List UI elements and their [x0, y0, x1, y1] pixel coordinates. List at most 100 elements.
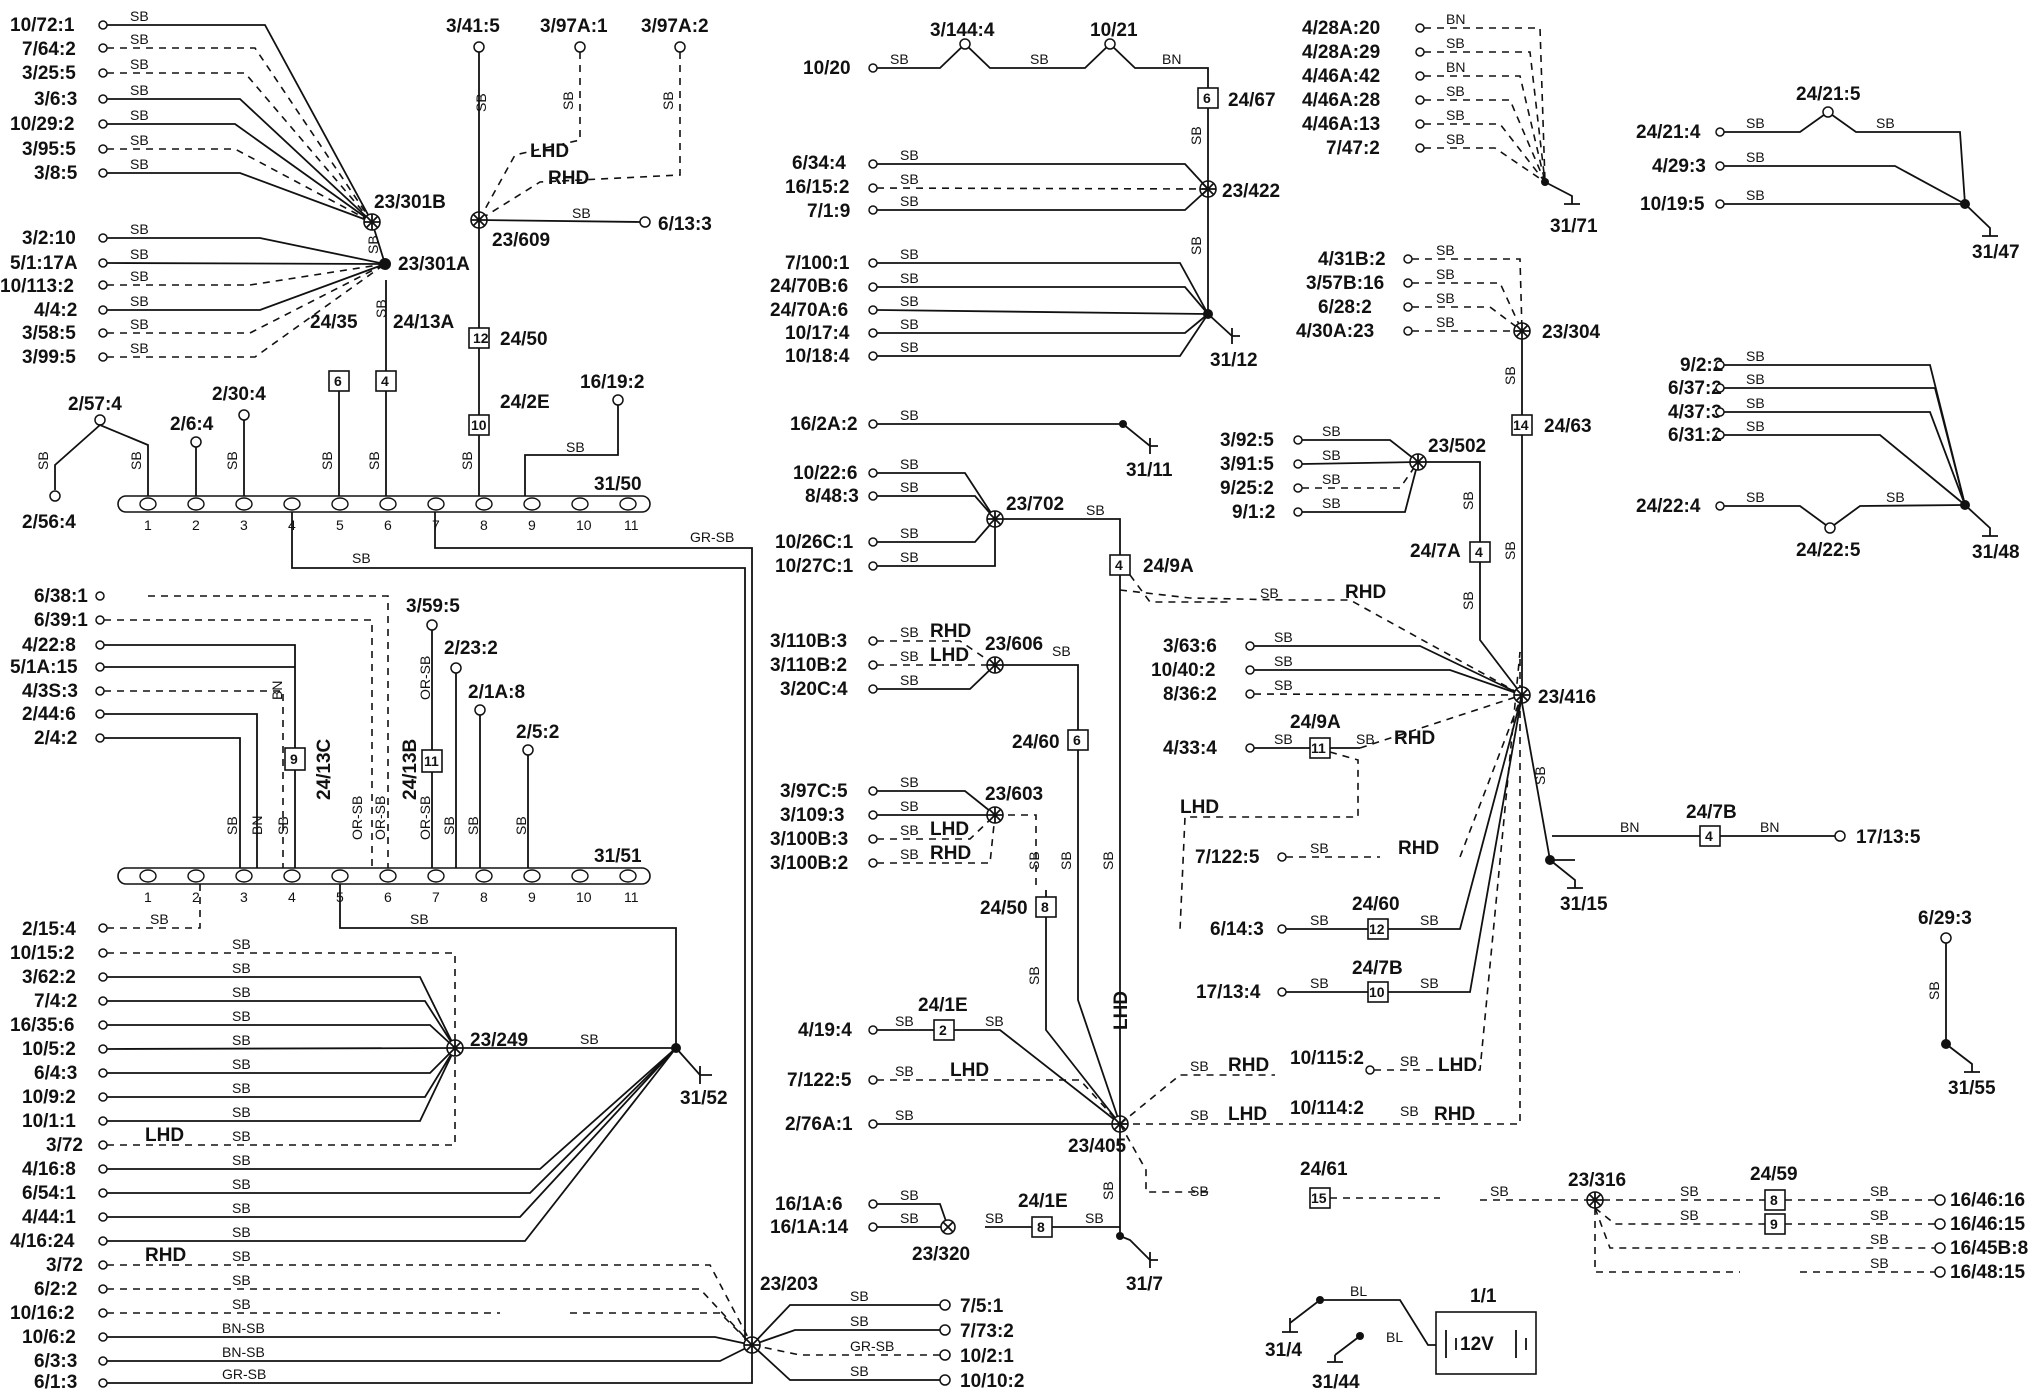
svg-text:SB: SB: [900, 316, 919, 332]
terminal: 24/70B:6: [770, 276, 848, 297]
terminal: 10/29:2: [10, 114, 74, 135]
cluster-23-606: 3/110B:3 3/110B:2 3/20C:4 23/606 RHD LHD…: [770, 621, 1121, 1125]
terminal: 10/19:5: [1640, 194, 1705, 215]
connector-pin: 9: [1770, 1216, 1778, 1232]
node-label: 23/603: [985, 784, 1043, 805]
connector-label: 24/59: [1750, 1164, 1798, 1185]
svg-text:SB: SB: [232, 1008, 251, 1024]
svg-text:BN: BN: [1162, 51, 1181, 67]
svg-text:SB: SB: [900, 171, 919, 187]
svg-text:SB: SB: [130, 156, 149, 172]
terminal: 3/97C:5: [780, 781, 848, 802]
svg-text:SB: SB: [850, 1363, 869, 1379]
node-label: 23/304: [1542, 322, 1601, 343]
svg-text:SB: SB: [128, 451, 144, 470]
svg-text:SB: SB: [1322, 423, 1341, 439]
bus-pin-number: 3: [240, 889, 248, 905]
terminal: 7/47:2: [1326, 138, 1380, 159]
terminal: 10/26C:1: [775, 532, 854, 553]
svg-text:SB: SB: [473, 93, 489, 112]
terminal: 7/73:2: [960, 1321, 1014, 1342]
terminal: 3/99:5: [22, 347, 76, 368]
node-label: 23/502: [1428, 436, 1486, 457]
node-label: 23/301B: [374, 192, 446, 213]
svg-text:SB: SB: [1400, 1053, 1419, 1069]
bus-pin-number: 3: [240, 517, 248, 533]
terminal: 3/92:5: [1220, 430, 1274, 451]
svg-text:GR-SB: GR-SB: [850, 1338, 894, 1354]
svg-text:SB: SB: [1274, 629, 1293, 645]
svg-text:SB: SB: [513, 816, 529, 835]
svg-text:SB: SB: [1274, 677, 1293, 693]
svg-text:SB: SB: [890, 51, 909, 67]
connector-label: 24/1E: [918, 995, 968, 1016]
svg-text:SB: SB: [232, 1080, 251, 1096]
svg-text:SB: SB: [232, 960, 251, 976]
ground-label: 31/4: [1265, 1340, 1302, 1361]
connector-pin: 14: [1513, 417, 1529, 433]
terminal: 16/46:15: [1950, 1214, 2025, 1235]
variant-lhd: LHD: [950, 1060, 989, 1081]
svg-text:SB: SB: [1876, 115, 1895, 131]
svg-text:GR-SB: GR-SB: [690, 529, 734, 545]
svg-text:SB: SB: [130, 221, 149, 237]
svg-text:SB: SB: [900, 407, 919, 423]
terminal: 4/28A:29: [1302, 42, 1380, 63]
svg-text:SB: SB: [459, 451, 475, 470]
svg-text:SB: SB: [1746, 418, 1765, 434]
node-label: 23/320: [912, 1244, 970, 1265]
svg-text:SB: SB: [900, 648, 919, 664]
svg-text:SB: SB: [900, 822, 919, 838]
connector-label: 24/61: [1300, 1159, 1348, 1180]
connector-label: 24/13A: [393, 312, 455, 333]
connector-label: 24/13B: [400, 739, 421, 800]
connector-label: 24/9A: [1290, 712, 1341, 733]
cluster-23-203: 3/72 6/2:2 10/16:2 10/6:2 6/3:3 6/1:3 7/…: [10, 1245, 1024, 1392]
ground-label: 31/48: [1972, 542, 2020, 563]
variant-rhd: RHD: [1394, 728, 1435, 749]
bus-pin-number: 6: [384, 889, 392, 905]
terminal: 6/13:3: [658, 214, 712, 235]
svg-text:BN: BN: [269, 681, 285, 700]
connector-label: 24/7B: [1686, 802, 1737, 823]
bus-pin-number: 9: [528, 517, 536, 533]
terminal: 6/31:2: [1668, 425, 1722, 446]
ground-label: 31/15: [1560, 894, 1608, 915]
svg-text:OR-SB: OR-SB: [417, 656, 433, 700]
svg-text:SB: SB: [465, 816, 481, 835]
terminal: 7/64:2: [22, 39, 76, 60]
terminal: 24/21:4: [1636, 122, 1701, 143]
bus-pin-number: 10: [576, 517, 592, 533]
terminal: 2/6:4: [170, 414, 214, 435]
svg-text:SB: SB: [1926, 981, 1942, 1000]
terminal: 4/3S:3: [22, 681, 78, 702]
node-label: 23/405: [1068, 1136, 1127, 1157]
bus-pin-number: 7: [432, 517, 440, 533]
bus-pin: [523, 869, 541, 883]
svg-text:SB: SB: [1886, 489, 1905, 505]
svg-text:SB: SB: [130, 316, 149, 332]
terminal: 2/4:2: [34, 728, 77, 749]
svg-text:SB: SB: [1322, 471, 1341, 487]
bus-pin-number: 8: [480, 889, 488, 905]
ground-label: 31/55: [1948, 1078, 1996, 1099]
terminal: 9/2:2: [1680, 355, 1723, 376]
svg-text:SB: SB: [224, 816, 240, 835]
cluster-23-405: 4/19:4 2 24/1E 7/122:5 LHD 2/76A:1 23/40…: [770, 651, 1521, 1295]
svg-text:SB: SB: [130, 340, 149, 356]
svg-text:SB: SB: [232, 1176, 251, 1192]
svg-text:SB: SB: [1274, 731, 1293, 747]
terminal: 9/1:2: [1232, 502, 1275, 523]
terminal: 3/97A:1: [540, 16, 608, 37]
variant-rhd: RHD: [1434, 1104, 1475, 1125]
terminal: 4/19:4: [798, 1020, 852, 1041]
svg-text:SB: SB: [1870, 1231, 1889, 1247]
svg-text:SB: SB: [1870, 1207, 1889, 1223]
svg-text:SB: SB: [1746, 348, 1765, 364]
svg-text:SB: SB: [1446, 83, 1465, 99]
terminal: 2/5:2: [516, 722, 559, 743]
terminal: 10/27C:1: [775, 556, 854, 577]
terminal: 10/15:2: [10, 943, 74, 964]
terminal: 2/1A:8: [468, 682, 525, 703]
